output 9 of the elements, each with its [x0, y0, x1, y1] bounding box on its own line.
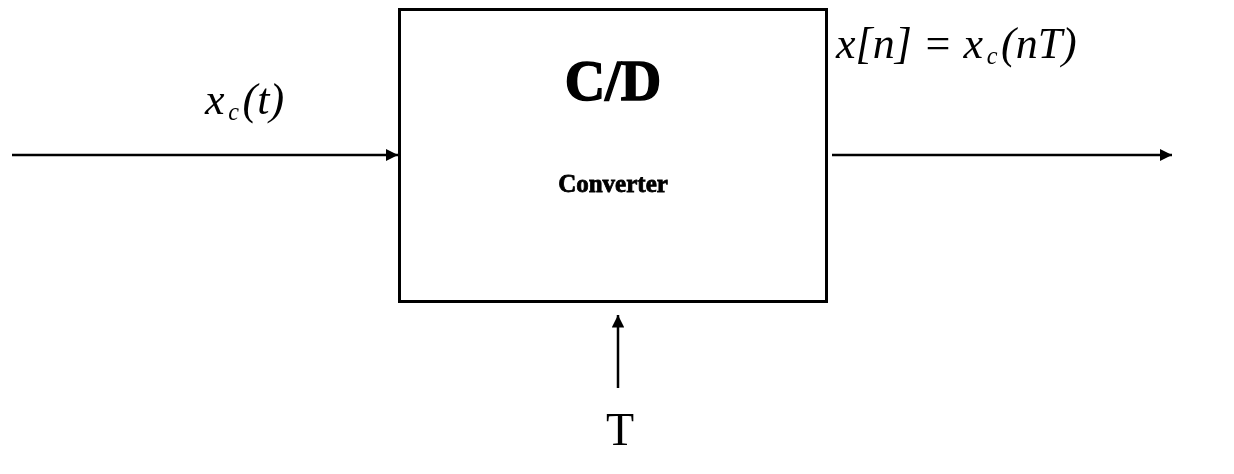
- block-title: C/D: [564, 53, 662, 109]
- arrow: [832, 148, 1172, 162]
- arrow: [611, 315, 625, 388]
- edge-label: x[n] = x$_{c}$(nT): [836, 22, 1077, 69]
- converter-block: [398, 8, 828, 303]
- arrow: [12, 148, 398, 162]
- edge-label: x$_{c}$(t): [205, 78, 285, 125]
- input-label: T: [605, 407, 635, 453]
- block-subtitle: Converter: [558, 171, 668, 196]
